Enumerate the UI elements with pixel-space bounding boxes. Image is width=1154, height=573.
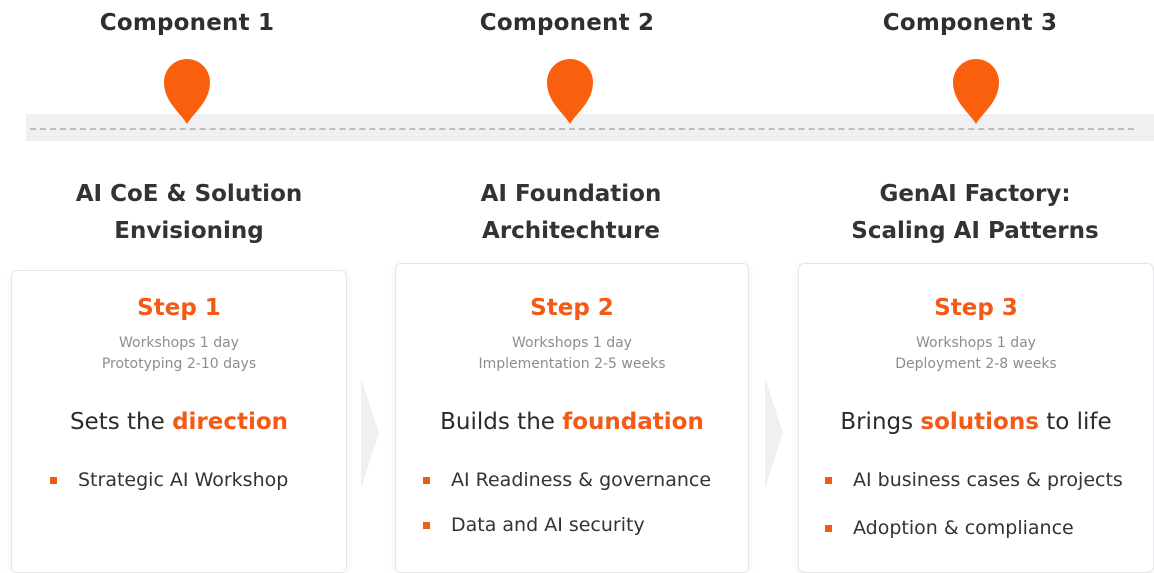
step-2-tagline: Builds the foundation xyxy=(396,409,748,435)
bullet-icon xyxy=(825,477,832,484)
chevron-right-icon xyxy=(361,378,379,488)
component-2-heading-line1: AI Foundation xyxy=(480,181,662,207)
step-2-duration: Workshops 1 day Implementation 2-5 weeks xyxy=(396,333,748,375)
step-1-tagline: Sets the direction xyxy=(12,409,346,435)
component-3-label: Component 3 xyxy=(882,10,1058,36)
component-2-heading-line2: Architechture xyxy=(482,218,660,244)
step-2-title: Step 2 xyxy=(530,295,614,321)
component-2-heading: AI Foundation Architechture xyxy=(401,176,741,250)
bullet-text: Data and AI security xyxy=(451,514,645,536)
step-3-tagline: Brings solutions to life xyxy=(799,409,1153,435)
bullet-text: AI Readiness & governance xyxy=(451,469,712,491)
step-3-title: Step 3 xyxy=(934,295,1018,321)
component-3-heading: GenAI Factory: Scaling AI Patterns xyxy=(805,176,1145,250)
bullet-icon xyxy=(50,477,57,484)
step-3-tagline-text: Brings xyxy=(840,409,914,435)
step-3-tagline-highlight: solutions xyxy=(920,409,1039,435)
bullet-text: AI business cases & projects xyxy=(853,469,1123,491)
list-item: AI Readiness & governance xyxy=(423,469,748,491)
step-1-card: Step 1 Workshops 1 day Prototyping 2-10 … xyxy=(11,270,347,573)
step-2-phase-text: Implementation 2-5 weeks xyxy=(478,356,666,372)
step-1-title: Step 1 xyxy=(137,295,221,321)
component-3-heading-line1: GenAI Factory: xyxy=(879,181,1071,207)
step-3-phase-text: Deployment 2-8 weeks xyxy=(895,356,1057,372)
step-1-workshops-text: Workshops 1 day xyxy=(119,335,239,351)
component-2-pin-icon xyxy=(547,59,593,124)
step-1-phase-text: Prototyping 2-10 days xyxy=(101,356,257,372)
step-1-bullet-list: Strategic AI Workshop xyxy=(12,469,346,491)
component-3-pin-icon xyxy=(953,59,999,124)
step-3-tagline-suffix: to life xyxy=(1046,409,1112,435)
bullet-icon xyxy=(423,477,430,484)
list-item: AI business cases & projects xyxy=(825,469,1153,491)
bullet-text: Adoption & compliance xyxy=(853,517,1074,539)
component-1-heading: AI CoE & Solution Envisioning xyxy=(19,176,359,250)
step-2-card: Step 2 Workshops 1 day Implementation 2-… xyxy=(395,263,749,573)
step-3-duration: Workshops 1 day Deployment 2-8 weeks xyxy=(799,333,1153,375)
step-1-duration: Workshops 1 day Prototyping 2-10 days xyxy=(12,333,346,375)
bullet-icon xyxy=(825,525,832,532)
component-3-heading-line2: Scaling AI Patterns xyxy=(851,218,1099,244)
list-item: Strategic AI Workshop xyxy=(50,469,346,491)
bullet-icon xyxy=(423,522,430,529)
step-2-bullet-list: AI Readiness & governance Data and AI se… xyxy=(396,469,748,536)
component-1-label: Component 1 xyxy=(99,10,275,36)
step-2-workshops-text: Workshops 1 day xyxy=(512,335,632,351)
timeline-dashed-line xyxy=(30,128,1134,130)
component-1-pin-icon xyxy=(164,59,210,124)
step-3-card: Step 3 Workshops 1 day Deployment 2-8 we… xyxy=(798,263,1154,573)
component-1-heading-line1: AI CoE & Solution xyxy=(75,181,303,207)
timeline-band xyxy=(26,114,1154,141)
step-1-tagline-highlight: direction xyxy=(172,409,289,435)
bullet-text: Strategic AI Workshop xyxy=(78,469,289,491)
component-2-label: Component 2 xyxy=(479,10,655,36)
list-item: Data and AI security xyxy=(423,514,748,536)
chevron-right-icon xyxy=(765,378,783,488)
list-item: Adoption & compliance xyxy=(825,517,1153,539)
step-3-bullet-list: AI business cases & projects Adoption & … xyxy=(799,469,1153,539)
step-3-workshops-text: Workshops 1 day xyxy=(916,335,1036,351)
step-2-tagline-text: Builds the xyxy=(440,409,555,435)
component-1-heading-line2: Envisioning xyxy=(114,218,264,244)
step-2-tagline-highlight: foundation xyxy=(562,409,704,435)
step-1-tagline-text: Sets the xyxy=(69,409,165,435)
